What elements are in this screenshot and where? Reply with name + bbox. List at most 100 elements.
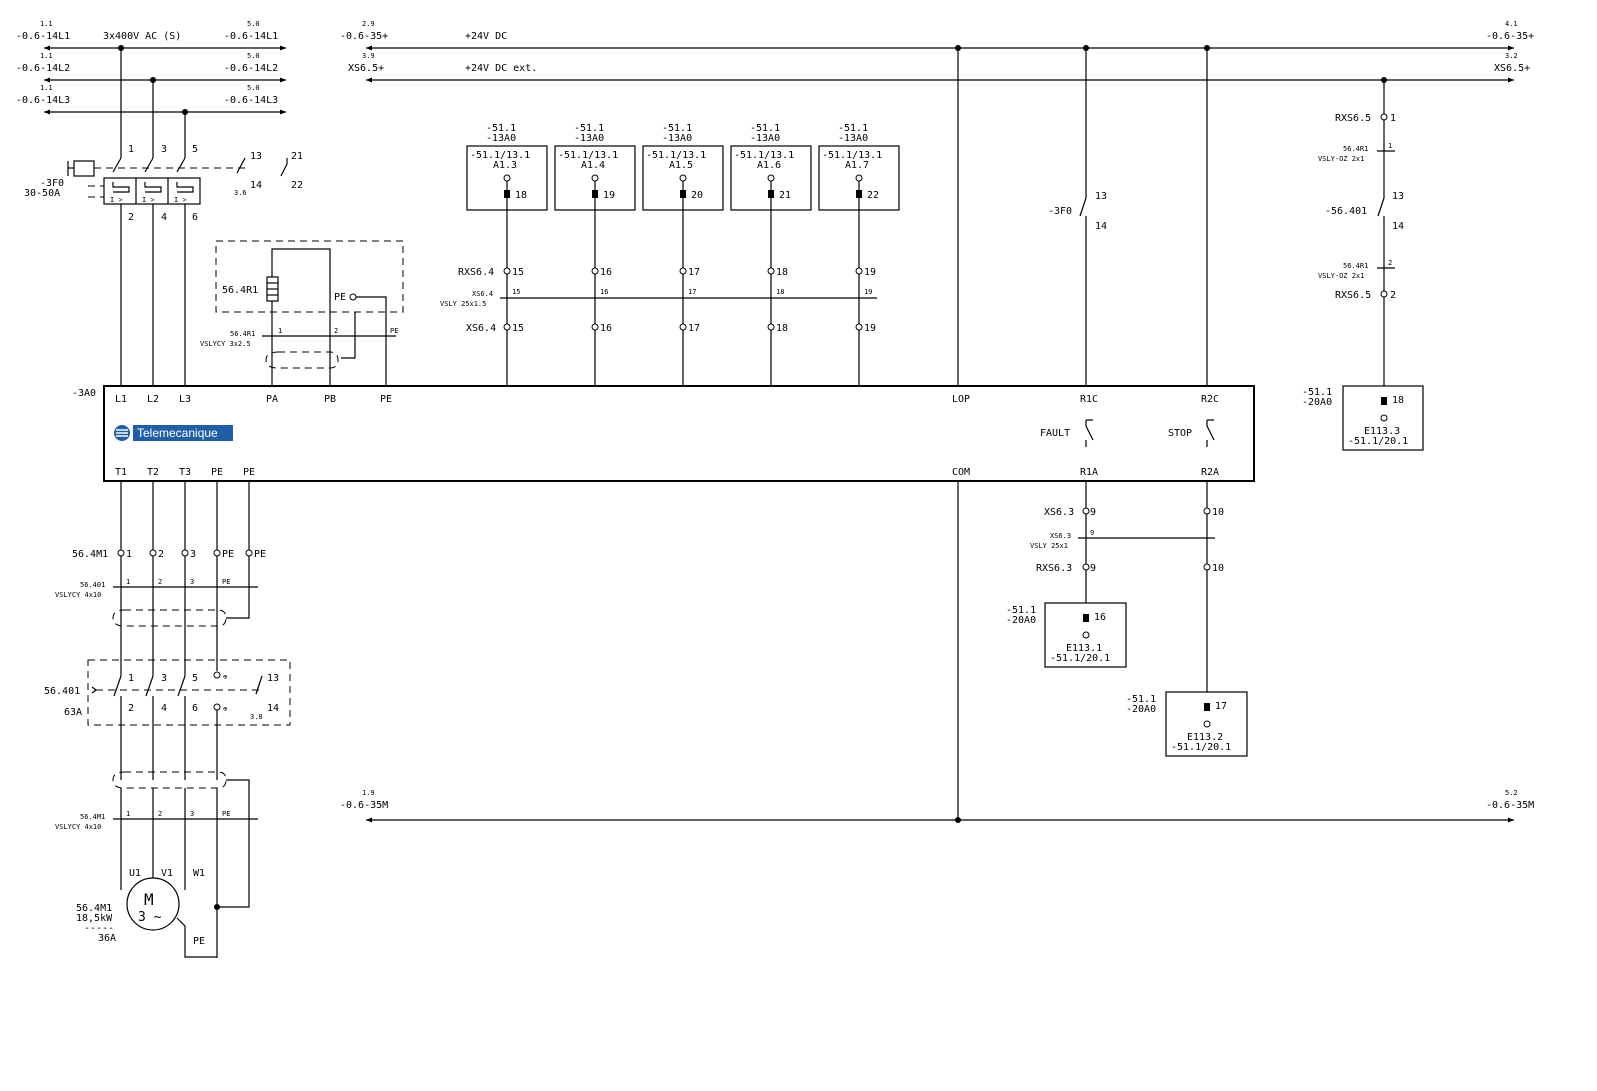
- svg-text:+24V DC ext.: +24V DC ext.: [465, 63, 537, 74]
- svg-text:RXS6.3: RXS6.3: [1036, 563, 1072, 574]
- svg-text:10: 10: [1212, 563, 1224, 574]
- svg-text:E113.1: E113.1: [1066, 643, 1102, 654]
- module-id: -51.1/13.1: [822, 150, 882, 161]
- rxs-pin: 18: [776, 267, 788, 278]
- dc-rails: 2.9 -0.6-35+ +24V DC 4.1 -0.6-35+ 3.9 XS…: [340, 20, 1534, 823]
- module-ref: -13A0: [838, 133, 868, 144]
- svg-text:U1: U1: [129, 868, 141, 879]
- rxs64-tag: RXS6.4: [458, 267, 494, 278]
- module-channel: A1.7: [845, 160, 869, 171]
- svg-text:3: 3: [190, 810, 194, 818]
- module-channel: A1.6: [757, 160, 781, 171]
- xs-pin: 15: [512, 323, 524, 334]
- svg-text:VSLYCY 3x2.5: VSLYCY 3x2.5: [200, 340, 251, 348]
- net-l3-left: -0.6-14L3: [16, 95, 70, 106]
- drive-tag: -3A0: [72, 388, 96, 399]
- svg-text:I >: I >: [174, 196, 187, 204]
- module-id: -51.1/13.1: [734, 150, 794, 161]
- drive-terminal-top: PA: [266, 394, 278, 405]
- module-channel: A1.5: [669, 160, 693, 171]
- svg-text:V1: V1: [161, 868, 173, 879]
- svg-text:56.4R1: 56.4R1: [230, 330, 255, 338]
- svg-text:PE: PE: [222, 549, 234, 560]
- svg-text:3: 3: [161, 144, 167, 155]
- svg-text:14: 14: [1095, 221, 1107, 232]
- svg-text:M: M: [144, 890, 154, 909]
- svg-text:VSLYCY 4x10: VSLYCY 4x10: [55, 823, 101, 831]
- breaker-tag: -3F0: [40, 178, 64, 189]
- svg-text:56.401: 56.401: [80, 581, 105, 589]
- svg-text:3: 3: [190, 549, 196, 560]
- svg-text:21: 21: [291, 151, 303, 162]
- telemecanique-logo: Telemecanique: [114, 425, 233, 441]
- module-ref: -13A0: [750, 133, 780, 144]
- svg-text:PE: PE: [222, 810, 230, 818]
- net-l2-left: -0.6-14L2: [16, 63, 70, 74]
- svg-text:-51.1/20.1: -51.1/20.1: [1171, 742, 1231, 753]
- svg-text:56.4M1: 56.4M1: [76, 903, 112, 914]
- drive-terminal-bottom: R1A: [1080, 467, 1098, 478]
- ref-l1-left: 1.1: [40, 20, 53, 28]
- svg-text:RXS6.5: RXS6.5: [1335, 113, 1371, 124]
- drive-terminal-top: L2: [147, 394, 159, 405]
- rxs-pin: 16: [600, 267, 612, 278]
- cable-pin: 18: [776, 288, 784, 296]
- svg-text:14: 14: [250, 180, 262, 191]
- svg-text:I >: I >: [142, 196, 155, 204]
- svg-text:3: 3: [161, 673, 167, 684]
- svg-text:9: 9: [1090, 507, 1096, 518]
- ref-l3-right: 5.0: [247, 84, 260, 92]
- svg-text:2: 2: [158, 549, 164, 560]
- drive-terminal-bottom: PE: [211, 467, 223, 478]
- module-pin: 20: [691, 190, 703, 201]
- rxs-pin: 15: [512, 267, 524, 278]
- svg-text:-51.1: -51.1: [1126, 694, 1156, 705]
- svg-text:2.9: 2.9: [362, 20, 375, 28]
- svg-text:2: 2: [1390, 290, 1396, 301]
- svg-text:-20A0: -20A0: [1126, 704, 1156, 715]
- module-pin: 21: [779, 190, 791, 201]
- fault-label: FAULT: [1040, 428, 1070, 439]
- ref-l2-right: 5.0: [247, 52, 260, 60]
- svg-text:3.8: 3.8: [250, 713, 263, 721]
- module-id: -51.1/13.1: [646, 150, 706, 161]
- module-ref: -51.1: [838, 123, 868, 134]
- svg-text:14: 14: [1392, 221, 1404, 232]
- svg-text:56.4M1: 56.4M1: [80, 813, 105, 821]
- svg-text:6: 6: [192, 212, 198, 223]
- relay-outputs: XS6.3 9 10 XS6.3 VSLY 25x1 9 RXS6.3 9 10…: [1006, 481, 1248, 757]
- svg-text:2: 2: [158, 578, 162, 586]
- svg-text:E113.3: E113.3: [1364, 426, 1400, 437]
- svg-text:-0.6-35M: -0.6-35M: [1486, 800, 1534, 811]
- svg-text:5: 5: [192, 673, 198, 684]
- svg-text:1: 1: [1390, 113, 1396, 124]
- svg-text:1: 1: [126, 578, 130, 586]
- xs-pin: 18: [776, 323, 788, 334]
- aux-contact-3f0: -3F0 13 14: [1048, 191, 1107, 232]
- xs64-tag: XS6.4: [466, 323, 496, 334]
- svg-text:-56.401: -56.401: [1325, 206, 1367, 217]
- svg-text:36A: 36A: [98, 933, 116, 944]
- svg-text:1: 1: [126, 810, 130, 818]
- xs-pin: 16: [600, 323, 612, 334]
- module-ref: -51.1: [750, 123, 780, 134]
- svg-text:VSLY 25x1: VSLY 25x1: [1030, 542, 1068, 550]
- module-ref: -13A0: [486, 133, 516, 144]
- net-l1-right: -0.6-14L1: [224, 31, 278, 42]
- cable-pin: 19: [864, 288, 872, 296]
- module-ref: -51.1: [486, 123, 516, 134]
- module-channel: A1.4: [581, 160, 605, 171]
- supply-rails: 1.1 -0.6-14L1 3x400V AC (S) 5.0 -0.6-14L…: [16, 20, 286, 115]
- drive-terminal-top: L3: [179, 394, 191, 405]
- drive-terminal-bottom: T1: [115, 467, 127, 478]
- module-ref: -13A0: [574, 133, 604, 144]
- module-id: -51.1/13.1: [558, 150, 618, 161]
- svg-text:14: 14: [267, 703, 279, 714]
- svg-text:9: 9: [1090, 563, 1096, 574]
- module-ref: -51.1: [574, 123, 604, 134]
- ref-l1-right: 5.0: [247, 20, 260, 28]
- svg-text:6: 6: [192, 703, 198, 714]
- input-terminal-labels: RXS6.4 XS6.4 VSLY 25x1.5 XS6.4: [440, 267, 877, 334]
- input-module-4: -51.1-13A0-51.1/13.1A1.621181818LI4langs…: [730, 123, 812, 442]
